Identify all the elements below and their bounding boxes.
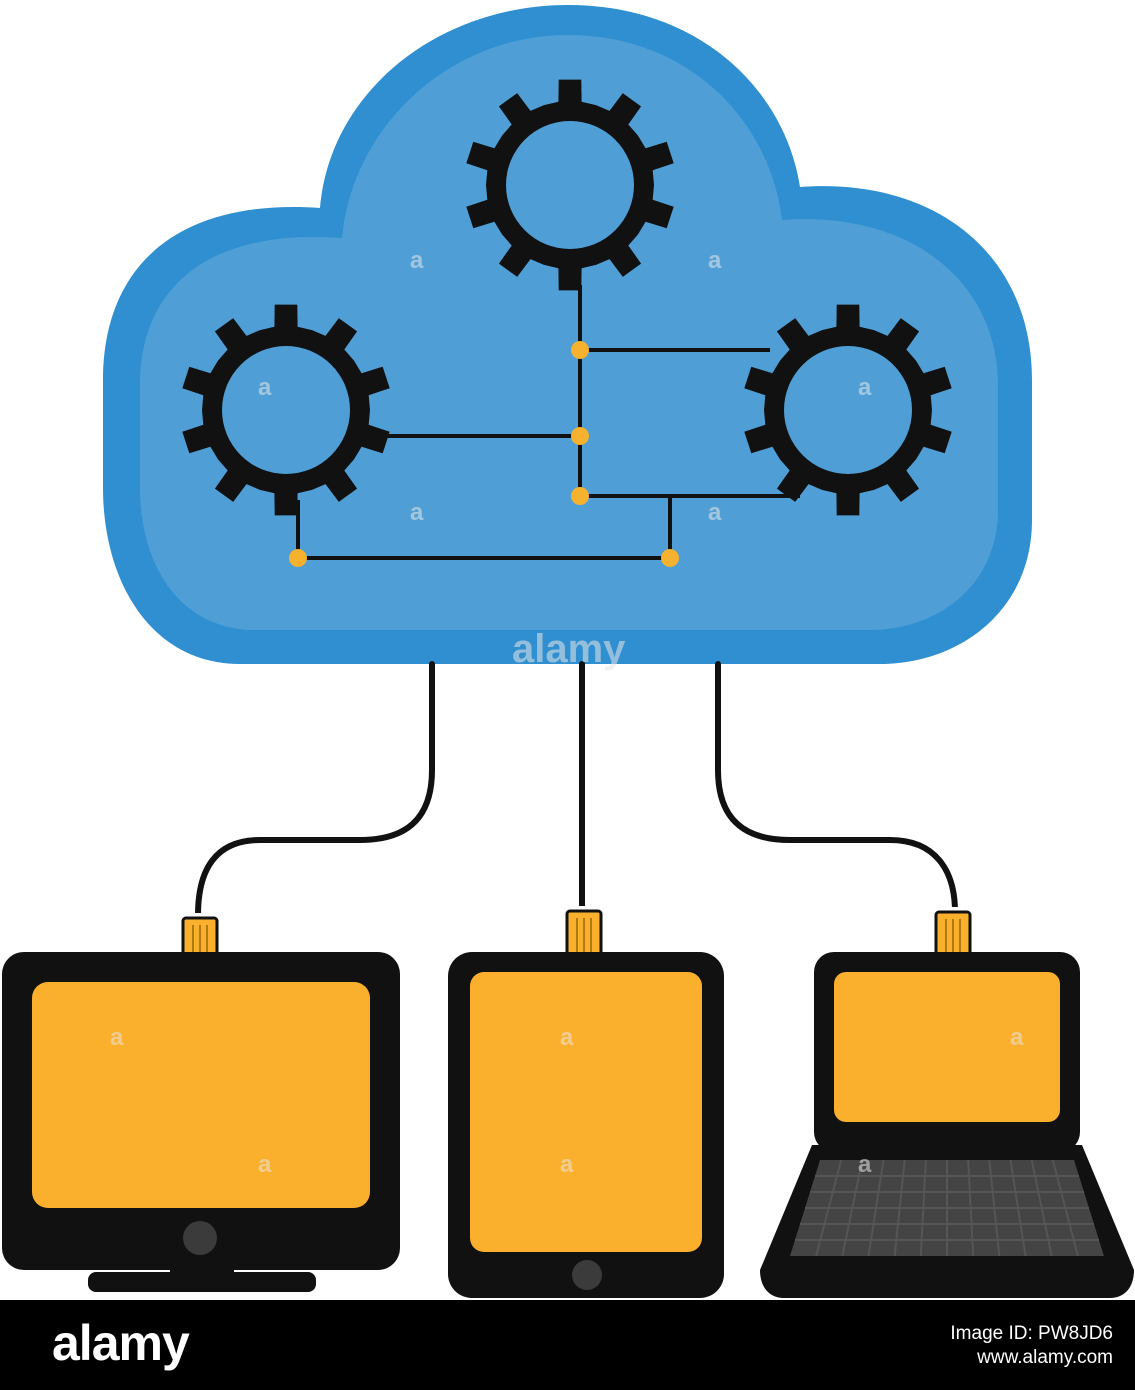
keyboard-grid — [795, 1159, 1099, 1257]
circuit-node — [571, 427, 589, 445]
watermark-small: a — [1010, 1024, 1024, 1051]
circuit-node — [571, 487, 589, 505]
watermark-small: a — [410, 499, 424, 526]
cloud-computing-illustration: a a a a a a alamy a a a a a a — [2, 5, 1134, 1298]
watermark-small: a — [560, 1024, 574, 1051]
watermark-large: alamy — [512, 627, 626, 671]
circuit-node — [571, 341, 589, 359]
watermarks: a a a a a a alamy a a a a a a — [110, 247, 1024, 1178]
cable-connector-icon — [562, 906, 606, 964]
watermark-small: a — [410, 247, 424, 274]
image-meta: Image ID: PW8JD6 www.alamy.com — [950, 1322, 1113, 1370]
brand-logo: alamy — [52, 1315, 190, 1371]
circuit-node — [289, 549, 307, 567]
watermark-small: a — [858, 374, 872, 401]
watermark-small: a — [258, 1151, 272, 1178]
gear-icon — [744, 304, 952, 516]
cable-left — [195, 661, 435, 918]
gear-icon — [182, 304, 390, 516]
watermark-small: a — [708, 247, 722, 274]
watermark-small: a — [708, 499, 722, 526]
monitor-icon — [2, 952, 400, 1292]
watermark-small: a — [110, 1024, 124, 1051]
cable-right — [715, 661, 958, 915]
cables — [195, 661, 958, 918]
tablet-icon — [448, 952, 724, 1298]
cable-connector-icon — [931, 907, 975, 965]
watermark-small: a — [858, 1151, 872, 1178]
watermark-small: a — [258, 374, 272, 401]
circuit-lines — [296, 285, 800, 560]
watermark-small: a — [560, 1151, 574, 1178]
laptop-icon — [760, 952, 1134, 1298]
image-id-label: Image ID: PW8JD6 — [950, 1323, 1113, 1344]
circuit-nodes — [289, 341, 679, 567]
gear-icon — [466, 79, 674, 291]
circuit-node — [661, 549, 679, 567]
site-url: www.alamy.com — [977, 1347, 1113, 1368]
footer-bar: alamy Image ID: PW8JD6 www.alamy.com — [0, 1300, 1135, 1390]
